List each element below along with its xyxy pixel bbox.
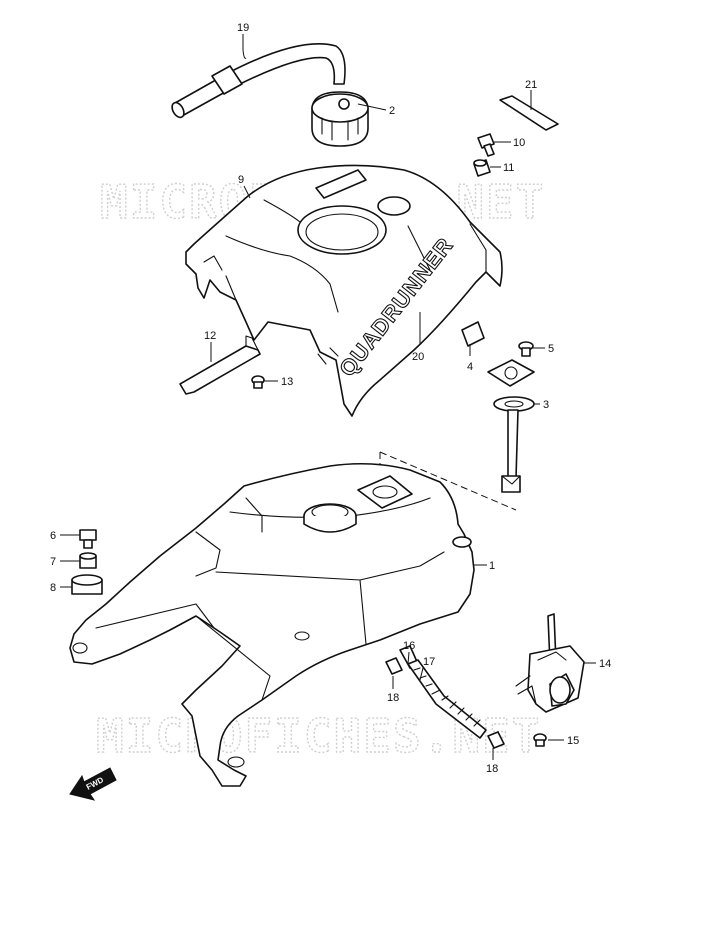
callout-15: 15 <box>567 735 579 747</box>
part-15-screw <box>533 733 547 747</box>
callout-21: 21 <box>525 79 537 91</box>
watermark-bottom: MICROFICHES.NET <box>96 709 541 763</box>
part-4-plate <box>461 321 485 347</box>
part-12-bracket <box>179 335 261 395</box>
callout-7: 7 <box>50 556 56 568</box>
part-11-collar <box>473 159 491 177</box>
part-18-hose-clamp-lower <box>487 731 505 749</box>
callout-5: 5 <box>548 343 554 355</box>
part-7-collar <box>79 552 97 569</box>
leader-lines <box>60 34 596 760</box>
part-2-fuel-cap <box>311 91 369 147</box>
callout-1: 1 <box>489 560 495 572</box>
alignment-line-gauge <box>379 451 517 511</box>
callout-19: 19 <box>237 22 249 34</box>
callout-20: 20 <box>412 351 424 363</box>
callout-4: 4 <box>467 361 473 373</box>
fwd-arrow-icon: FWD <box>69 767 117 801</box>
callout-17: 17 <box>423 656 435 668</box>
part-8-grommet <box>71 574 103 595</box>
part-17-hose-spring <box>407 659 487 739</box>
part-21-pad <box>499 95 559 131</box>
callout-18-lower: 18 <box>486 763 498 775</box>
part-3-fuel-gauge <box>487 359 535 493</box>
callout-2: 2 <box>389 105 395 117</box>
callout-18-upper: 18 <box>387 692 399 704</box>
part-10-bolt <box>477 133 495 157</box>
callout-9: 9 <box>238 174 244 186</box>
callout-16: 16 <box>403 640 415 652</box>
part-13-screw <box>251 375 265 389</box>
callout-11: 11 <box>503 162 514 174</box>
callout-3: 3 <box>543 399 549 411</box>
part-18-hose-clamp-upper <box>385 657 403 675</box>
part-6-bolt <box>79 529 97 549</box>
callout-8: 8 <box>50 582 56 594</box>
part-1-fuel-tank <box>69 462 475 787</box>
callout-6: 6 <box>50 530 56 542</box>
callout-10: 10 <box>513 137 525 149</box>
callout-14: 14 <box>599 658 611 670</box>
callout-12: 12 <box>204 330 216 342</box>
part-14-fuel-valve <box>515 613 585 713</box>
callout-13: 13 <box>281 376 293 388</box>
part-19-breather-hose <box>171 43 346 119</box>
part-5-screw <box>518 341 534 357</box>
